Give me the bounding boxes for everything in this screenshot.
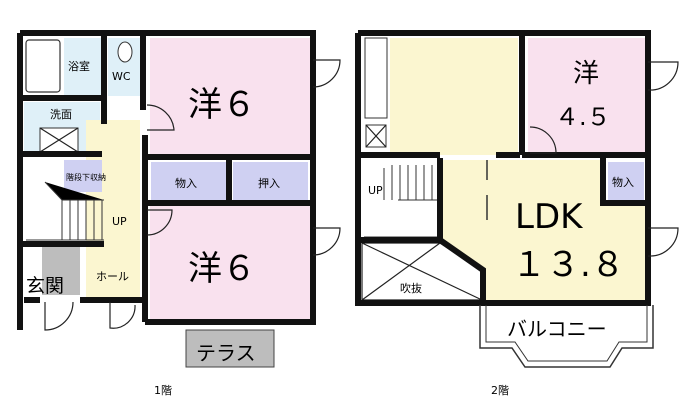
under-stair-storage-label: 階段下収納 — [66, 172, 106, 182]
bathtub — [25, 39, 61, 93]
balcony-outline — [479, 305, 654, 368]
oshiire-area — [233, 162, 308, 200]
stairs-2f — [364, 165, 440, 238]
entrance-label: 玄関 — [26, 275, 64, 297]
closet-area — [151, 162, 227, 200]
kitchen-area — [390, 38, 518, 155]
under-stair-storage — [64, 160, 102, 192]
terrace-area — [185, 329, 275, 368]
balcony-label: バルコニー — [507, 317, 607, 341]
closet-2f-label: 物入 — [612, 175, 634, 189]
ldk-label: LDK — [515, 197, 584, 237]
western-room-2f-label: 洋 — [573, 59, 599, 89]
wc-label: WC — [112, 70, 131, 83]
western-room-2f — [528, 38, 645, 153]
stairs — [26, 181, 104, 241]
hall-area — [86, 120, 140, 300]
stairs-2f-up-label: UP — [368, 184, 383, 197]
ldk-size: １３.８ — [512, 245, 625, 285]
terrace-label: テラス — [196, 341, 256, 365]
bath-area — [64, 38, 102, 98]
floor2: 洋 ４.５ UP 物入 LDK １３.８ 吹抜 バルコニー 2階 — [355, 30, 679, 397]
door-swings-2f — [529, 61, 679, 257]
western-room-lower-label: 洋６ — [188, 249, 256, 289]
void-label: 吹抜 — [400, 281, 422, 295]
ldk-area — [443, 160, 645, 300]
hall-label: ホール — [96, 270, 129, 283]
closet-label: 物入 — [175, 176, 197, 190]
washroom-label: 洗面 — [50, 108, 72, 121]
western-room-upper-label: 洋６ — [188, 85, 256, 125]
western-room-upper — [150, 38, 310, 154]
floor1: 浴室 WC 洗面 階段下収納 UP ホール 玄関 洋６ 物入 押入 洋６ テラス… — [17, 30, 341, 397]
entrance-area — [42, 245, 80, 295]
closet-2f-area — [608, 162, 644, 200]
western-room-lower — [150, 206, 310, 320]
door-swings-1f — [44, 59, 341, 331]
floor1-label: 1階 — [154, 383, 172, 397]
oshiire-label: 押入 — [258, 176, 280, 190]
stairs-up-label: UP — [112, 215, 127, 228]
western-room-2f-size: ４.５ — [555, 103, 611, 131]
bath-label: 浴室 — [68, 59, 90, 73]
floor2-label: 2階 — [491, 383, 509, 397]
kitchen-counter — [364, 37, 388, 119]
toilet-icon — [117, 41, 133, 63]
